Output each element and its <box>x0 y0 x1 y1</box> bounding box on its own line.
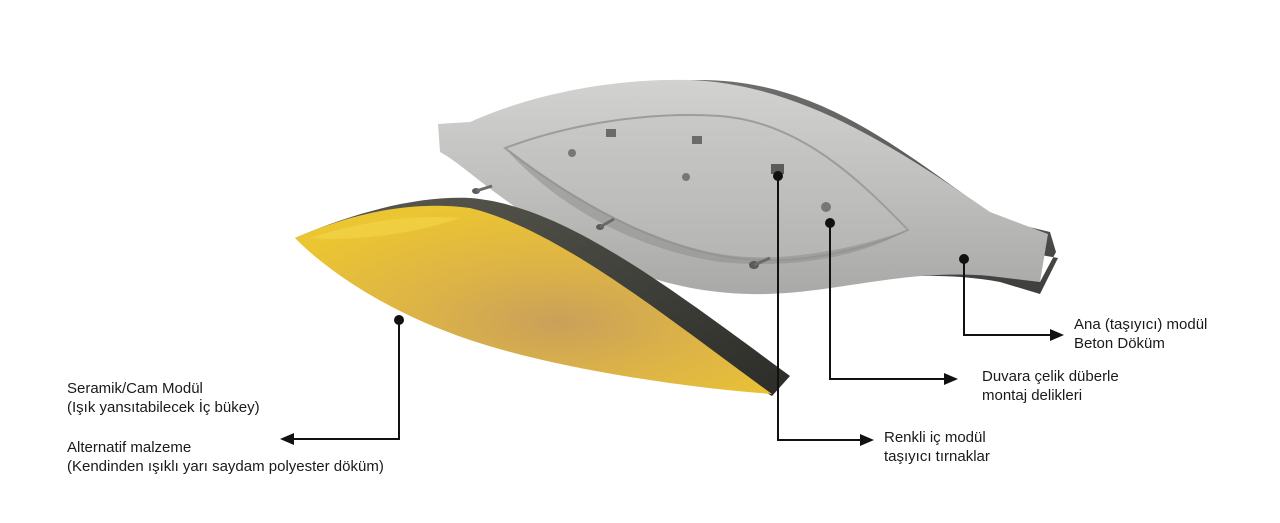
callout-mounting-holes-line1: Duvara çelik düberle <box>982 368 1119 385</box>
callout-ceramic-module-line1: Seramik/Cam Modül <box>67 380 203 397</box>
callout-main-module-line2: Beton Döküm <box>1074 335 1165 352</box>
carrier-hole <box>568 149 576 157</box>
carrier-tab <box>692 136 702 144</box>
leader-lines <box>292 176 1052 441</box>
callout-mounting-holes-line2: montaj delikleri <box>982 387 1083 404</box>
callout-inner-module-tabs: Renkli iç modül taşıyıcı tırnaklar <box>884 428 990 466</box>
ceramic-glass-module <box>295 197 790 396</box>
callout-ceramic-module: Seramik/Cam Modül (Işık yansıtabilecek İ… <box>67 379 260 417</box>
marker-dot-ceramic-module <box>394 315 404 325</box>
callout-alternative-material-line1: Alternatif malzeme <box>67 439 192 456</box>
marker-dot-inner-tabs <box>773 171 783 181</box>
marker-dot-main-module <box>959 254 969 264</box>
callout-inner-module-tabs-line2: taşıyıcı tırnaklar <box>884 448 990 465</box>
callout-main-module-line1: Ana (taşıyıcı) modül <box>1074 316 1208 333</box>
carrier-tab <box>771 164 784 174</box>
ceramic-module-face <box>295 205 772 394</box>
leader-main-module <box>963 259 1052 336</box>
callout-inner-module-tabs-line1: Renkli iç modül <box>884 429 986 446</box>
leader-inner-tabs <box>777 176 862 441</box>
leader-mounting-holes <box>829 223 946 380</box>
callout-alternative-material-line2: (Kendinden ışıklı yarı saydam polyester … <box>67 458 384 475</box>
arrowhead-inner-tabs <box>860 434 874 446</box>
arrowhead-ceramic-module <box>280 433 294 445</box>
screw-icon <box>596 217 615 230</box>
callout-mounting-holes: Duvara çelik düberle montaj delikleri <box>982 367 1119 405</box>
carrier-tab <box>606 129 616 137</box>
ceramic-module-highlight <box>310 216 460 239</box>
marker-dot-mounting-holes <box>825 218 835 228</box>
leader-ceramic-module <box>292 320 400 440</box>
screw-icon <box>749 256 771 269</box>
carrier-hole <box>682 173 690 181</box>
arrowhead-main-module <box>1050 329 1064 341</box>
screw-icon <box>472 184 493 194</box>
arrowhead-mounting-holes <box>944 373 958 385</box>
callout-alternative-material: Alternatif malzeme (Kendinden ışıklı yar… <box>67 438 384 476</box>
concrete-carrier-module <box>438 79 1058 295</box>
callout-ceramic-module-line2: (Işık yansıtabilecek İç bükey) <box>67 399 260 416</box>
callout-main-module: Ana (taşıyıcı) modül Beton Döküm <box>1074 315 1207 353</box>
carrier-hole <box>821 202 831 212</box>
carrier-inner-shadow <box>505 148 908 265</box>
